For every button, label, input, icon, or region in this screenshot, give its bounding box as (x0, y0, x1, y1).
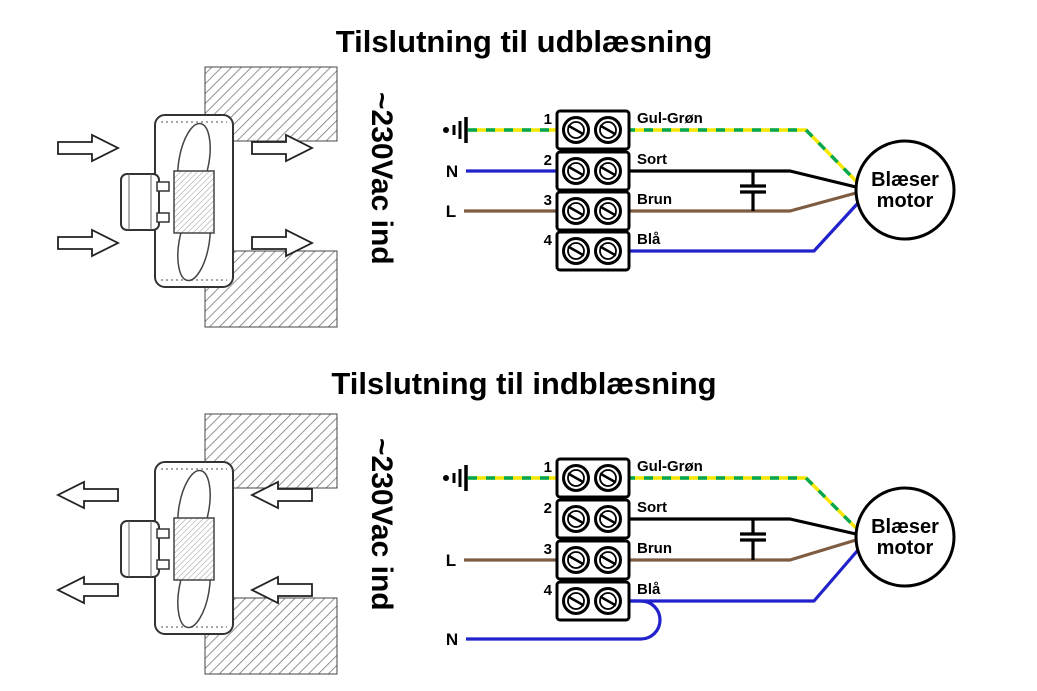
motor-label-line2: motor (877, 190, 934, 212)
terminal-row (557, 232, 629, 270)
voltage-label: ~230Vac ind (365, 438, 398, 611)
sort-wire (626, 517, 857, 536)
neutral-label: N (446, 630, 458, 649)
motor-label-line1: Blæser (871, 516, 939, 538)
section-title: Tilslutning til udblæsning (336, 24, 713, 59)
section-intake: Tilslutning til indblæsning ~230Vac ind … (57, 366, 956, 675)
wire-color-label: Sort (637, 151, 667, 168)
terminal-row (557, 582, 629, 620)
motor-label-line2: motor (877, 537, 934, 559)
capacitor (740, 519, 766, 560)
motor-label-line1: Blæser (871, 169, 939, 191)
airflow-arrow-icon (57, 481, 119, 509)
earth-icon (441, 463, 468, 493)
terminal-number: 3 (544, 541, 552, 558)
terminal-row (557, 500, 629, 538)
terminal-row (557, 541, 629, 579)
terminal-number: 2 (544, 152, 552, 169)
terminal-block: 1 2 3 4 Gul-Grøn Sort Brun Blå (544, 458, 703, 620)
sort-wire (626, 169, 857, 189)
terminal-block: 1 2 3 4 Gul-Grøn Sort Brun Blå (544, 110, 703, 270)
gul-gron-wire (626, 128, 858, 183)
wire-color-label: Brun (637, 540, 672, 557)
terminal-row (557, 111, 629, 149)
capacitor (740, 171, 766, 211)
terminal-number: 3 (544, 192, 552, 209)
terminal-row (557, 459, 629, 497)
line-label: L (446, 551, 456, 570)
neutral-label: N (446, 162, 458, 181)
voltage-label: ~230Vac ind (365, 92, 398, 265)
line-label: L (446, 202, 456, 221)
terminal-number: 4 (544, 582, 553, 599)
brun-wire (626, 538, 857, 562)
terminal-number: 2 (544, 500, 552, 517)
terminal-number: 1 (544, 459, 552, 476)
wire-color-label: Gul-Grøn (637, 458, 703, 475)
terminal-number: 4 (544, 232, 553, 249)
brun-wire (626, 191, 857, 213)
fan-unit-illustration (120, 66, 338, 328)
fan-unit-illustration (120, 413, 338, 675)
wire-color-label: Brun (637, 191, 672, 208)
airflow-arrow-icon (57, 229, 119, 257)
terminal-row (557, 152, 629, 190)
wire-color-label: Blå (637, 231, 661, 248)
bla-wire (626, 548, 860, 603)
terminal-row (557, 192, 629, 230)
bla-wire (626, 201, 860, 253)
gul-gron-wire (626, 476, 858, 530)
earth-icon (441, 115, 468, 145)
motor: Blæser motor (854, 486, 956, 588)
section-title: Tilslutning til indblæsning (331, 366, 716, 401)
wire-color-label: Gul-Grøn (637, 110, 703, 127)
terminal-number: 1 (544, 111, 552, 128)
section-exhaust: Tilslutning til udblæsning ~230Vac ind N… (57, 24, 956, 328)
motor: Blæser motor (854, 139, 956, 241)
airflow-arrow-icon (57, 134, 119, 162)
wire-color-label: Blå (637, 581, 661, 598)
wire-color-label: Sort (637, 499, 667, 516)
airflow-arrow-icon (57, 576, 119, 604)
